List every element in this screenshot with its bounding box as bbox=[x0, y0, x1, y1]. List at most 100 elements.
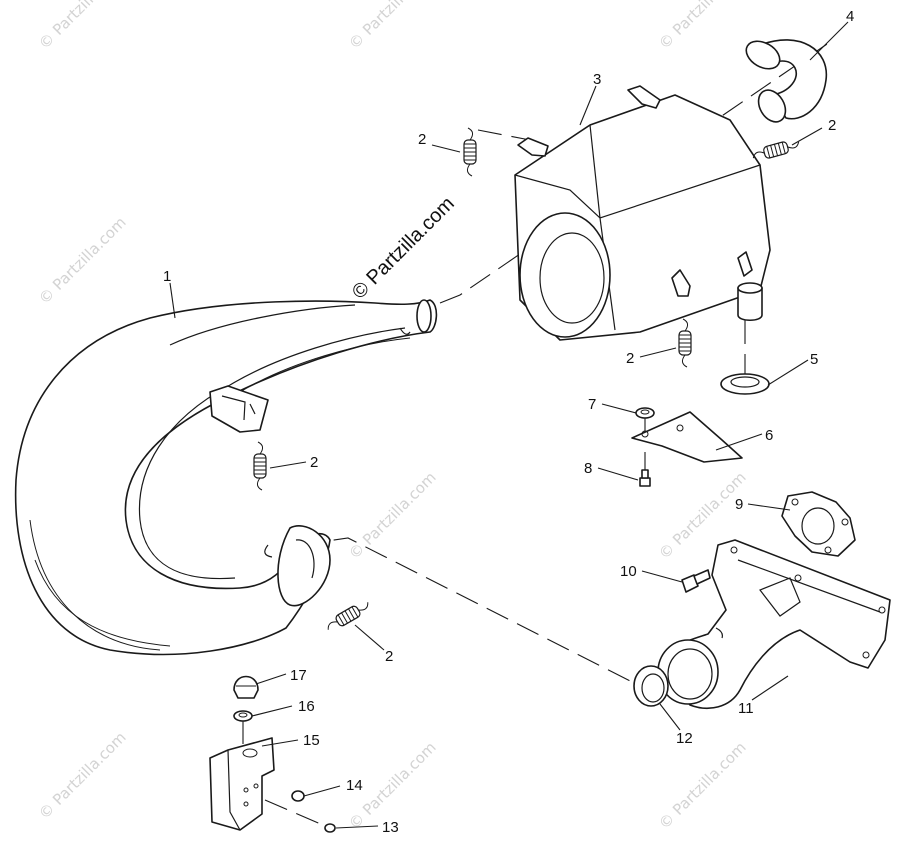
exhaust-manifold bbox=[657, 539, 891, 709]
callout-10: 10 bbox=[620, 563, 637, 580]
leader-line-16 bbox=[251, 705, 293, 717]
alignment-line-spring bbox=[477, 129, 531, 141]
leader-line-6 bbox=[715, 433, 763, 451]
leader-line-8 bbox=[597, 467, 639, 481]
muffler-tab bbox=[671, 269, 691, 297]
manifold-outlet-inner bbox=[667, 648, 713, 700]
watermark: © Partzilla.com bbox=[345, 0, 440, 53]
gasket-hole bbox=[791, 498, 799, 506]
muffler-edge bbox=[514, 164, 761, 219]
spring bbox=[752, 141, 800, 159]
pipe-shading-line-2 bbox=[34, 559, 171, 647]
leader-lines bbox=[169, 21, 849, 829]
muffler-tab bbox=[517, 137, 549, 157]
watermark: © Partzilla.com bbox=[35, 0, 130, 53]
mount-plate-hole bbox=[253, 783, 259, 789]
leader-line-1 bbox=[169, 282, 176, 319]
nut-small bbox=[291, 790, 305, 802]
muffler-inlet-ring bbox=[539, 232, 605, 324]
screw bbox=[639, 469, 651, 487]
callout-2: 2 bbox=[310, 454, 318, 471]
callout-6: 6 bbox=[765, 427, 773, 444]
spring bbox=[327, 602, 369, 630]
grommet bbox=[720, 373, 770, 395]
manifold-hole bbox=[862, 651, 870, 659]
callout-2: 2 bbox=[418, 131, 426, 148]
pipe-spring-hook bbox=[264, 544, 273, 558]
manifold-hole bbox=[794, 574, 802, 582]
callout-14: 14 bbox=[346, 777, 363, 794]
leader-line-4 bbox=[809, 21, 849, 61]
muffler-tab bbox=[737, 251, 753, 277]
callout-9: 9 bbox=[735, 496, 743, 513]
mount-plate-hole bbox=[242, 748, 258, 758]
pipe-outlet-end bbox=[416, 299, 432, 333]
muffler bbox=[514, 85, 771, 341]
manifold-hole bbox=[730, 546, 738, 554]
seal-ring bbox=[633, 665, 669, 707]
callout-13: 13 bbox=[382, 819, 399, 836]
leader-line-2 bbox=[791, 127, 823, 146]
spring bbox=[678, 318, 692, 368]
pipe-inner-line-2 bbox=[239, 337, 411, 393]
leader-line-3 bbox=[579, 85, 597, 126]
pipe-spring-hook bbox=[399, 327, 411, 335]
callout-16: 16 bbox=[298, 698, 315, 715]
muffler-inlet-face bbox=[519, 212, 611, 338]
callout-1: 1 bbox=[163, 268, 171, 285]
leader-line-13 bbox=[335, 825, 379, 829]
callout-17: 17 bbox=[290, 667, 307, 684]
callout-11: 11 bbox=[738, 700, 754, 717]
callout-2: 2 bbox=[626, 350, 634, 367]
callout-2: 2 bbox=[385, 648, 393, 665]
leader-line-14 bbox=[303, 785, 341, 797]
pipe-mount-bracket-detail bbox=[221, 395, 256, 421]
pipe-inlet-cone bbox=[277, 525, 331, 607]
muffler-tab bbox=[627, 85, 661, 109]
manifold-gasket bbox=[781, 491, 856, 557]
pipe-inner-line bbox=[138, 327, 406, 580]
muffler-outlet bbox=[737, 287, 763, 322]
spring bbox=[253, 441, 267, 491]
screw-small bbox=[324, 823, 336, 833]
gasket-hole bbox=[841, 518, 849, 526]
leader-line-7 bbox=[601, 403, 637, 414]
leader-line-12 bbox=[659, 703, 681, 731]
callout-5: 5 bbox=[810, 351, 818, 368]
manifold-flange-edge bbox=[737, 559, 881, 613]
leader-line-9 bbox=[747, 503, 791, 511]
watermark: © Partzilla.com bbox=[35, 213, 130, 308]
callout-3: 3 bbox=[593, 71, 601, 88]
leader-line-17 bbox=[255, 673, 287, 685]
gasket-hole bbox=[824, 546, 832, 554]
rubber-bumper bbox=[233, 675, 259, 699]
alignment-line-screw bbox=[264, 799, 331, 829]
manifold-hole bbox=[878, 606, 886, 614]
pipe-inlet-detail bbox=[295, 539, 315, 579]
pipe-mount-bracket bbox=[209, 385, 269, 433]
callout-2: 2 bbox=[828, 117, 836, 134]
leader-line-15 bbox=[261, 739, 299, 747]
spring bbox=[463, 127, 477, 177]
exhaust-elbow bbox=[745, 39, 828, 123]
leader-line-10 bbox=[641, 570, 683, 583]
brand-watermark: © Partzilla.com bbox=[348, 193, 459, 304]
bracket-hole bbox=[641, 430, 649, 438]
callout-labels: 1 2 2 2 2 2 3 4 5 6 7 8 9 10 11 12 13 14… bbox=[163, 8, 854, 836]
mount-plate-hole bbox=[243, 801, 249, 807]
manifold-web bbox=[759, 577, 801, 617]
leader-line-2 bbox=[639, 347, 677, 358]
leader-line-2 bbox=[431, 144, 461, 153]
mount-plate-hole bbox=[243, 787, 249, 793]
leader-line-2 bbox=[354, 624, 385, 651]
elbow-end bbox=[745, 40, 781, 70]
watermark: © Partzilla.com bbox=[655, 0, 750, 53]
callout-15: 15 bbox=[303, 732, 320, 749]
watermark: © Partzilla.com bbox=[345, 468, 440, 563]
manifold-spring-hook bbox=[715, 627, 723, 639]
callout-8: 8 bbox=[584, 460, 592, 477]
watermark: © Partzilla.com bbox=[35, 728, 130, 823]
bolt bbox=[681, 569, 711, 593]
mount-bracket bbox=[631, 411, 743, 463]
